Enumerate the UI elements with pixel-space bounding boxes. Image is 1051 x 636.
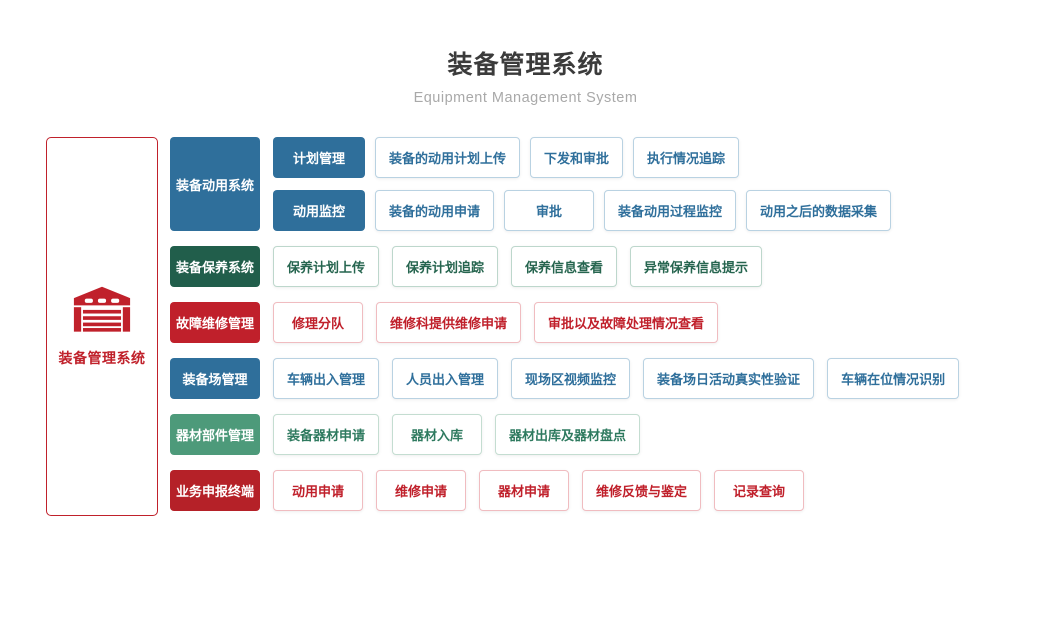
feature-box: 保养信息查看: [511, 246, 618, 287]
system-row: 器材部件管理装备器材申请器材入库器材出库及器材盘点: [170, 414, 959, 455]
feature-box: 审批: [504, 190, 595, 231]
system-row: 装备动用系统计划管理装备的动用计划上传下发和审批执行情况追踪动用监控装备的动用申…: [170, 137, 959, 231]
garage-icon: [73, 286, 131, 337]
system-row: 业务申报终端动用申请维修申请器材申请维修反馈与鉴定记录查询: [170, 470, 959, 511]
feature-box: 人员出入管理: [392, 358, 499, 399]
category-box: 装备动用系统: [170, 137, 260, 231]
branch-box: 动用监控: [273, 190, 365, 231]
branch-column: 计划管理装备的动用计划上传下发和审批执行情况追踪动用监控装备的动用申请审批装备动…: [273, 137, 892, 231]
category-box: 装备保养系统: [170, 246, 260, 287]
feature-box: 审批以及故障处理情况查看: [534, 302, 719, 343]
category-box: 业务申报终端: [170, 470, 260, 511]
root-system-label: 装备管理系统: [58, 349, 146, 366]
feature-box: 记录查询: [714, 470, 805, 511]
branch-box: 计划管理: [273, 137, 365, 178]
system-row: 装备保养系统保养计划上传保养计划追踪保养信息查看异常保养信息提示: [170, 246, 959, 287]
branch-row: 动用监控装备的动用申请审批装备动用过程监控动用之后的数据采集: [273, 190, 892, 231]
page-title: 装备管理系统: [447, 51, 604, 79]
category-box: 故障维修管理: [170, 302, 260, 343]
feature-box: 动用之后的数据采集: [746, 190, 892, 231]
feature-box: 器材出库及器材盘点: [495, 414, 641, 455]
feature-box: 装备器材申请: [273, 414, 380, 455]
feature-box: 修理分队: [273, 302, 363, 343]
feature-box: 装备的动用计划上传: [375, 137, 521, 178]
feature-box: 下发和审批: [530, 137, 624, 178]
feature-box: 现场区视频监控: [511, 358, 631, 399]
feature-box: 装备的动用申请: [375, 190, 495, 231]
system-row: 故障维修管理修理分队维修科提供维修申请审批以及故障处理情况查看: [170, 302, 959, 343]
branch-row: 计划管理装备的动用计划上传下发和审批执行情况追踪: [273, 137, 891, 178]
feature-box: 保养计划上传: [273, 246, 380, 287]
diagram: 装备管理系统 装备动用系统计划管理装备的动用计划上传下发和审批执行情况追踪动用监…: [46, 137, 1051, 516]
feature-box: 执行情况追踪: [633, 137, 740, 178]
feature-box: 维修申请: [376, 470, 466, 511]
feature-box: 动用申请: [273, 470, 363, 511]
system-row: 装备场管理车辆出入管理人员出入管理现场区视频监控装备场日活动真实性验证车辆在位情…: [170, 358, 960, 399]
header: 装备管理系统 Equipment Management System: [0, 0, 1051, 106]
feature-box: 车辆出入管理: [273, 358, 380, 399]
feature-box: 维修反馈与鉴定: [582, 470, 702, 511]
category-box: 装备场管理: [170, 358, 260, 399]
feature-box: 装备场日活动真实性验证: [643, 358, 815, 399]
feature-box: 异常保养信息提示: [630, 246, 763, 287]
category-box: 器材部件管理: [170, 414, 260, 455]
system-rows: 装备动用系统计划管理装备的动用计划上传下发和审批执行情况追踪动用监控装备的动用申…: [170, 137, 960, 511]
page-subtitle: Equipment Management System: [413, 90, 638, 106]
feature-box: 器材申请: [479, 470, 569, 511]
feature-box: 车辆在位情况识别: [827, 358, 960, 399]
feature-box: 器材入库: [392, 414, 483, 455]
feature-box: 维修科提供维修申请: [376, 302, 522, 343]
feature-box: 保养计划追踪: [392, 246, 499, 287]
root-system-box: 装备管理系统: [46, 137, 158, 516]
feature-box: 装备动用过程监控: [604, 190, 737, 231]
